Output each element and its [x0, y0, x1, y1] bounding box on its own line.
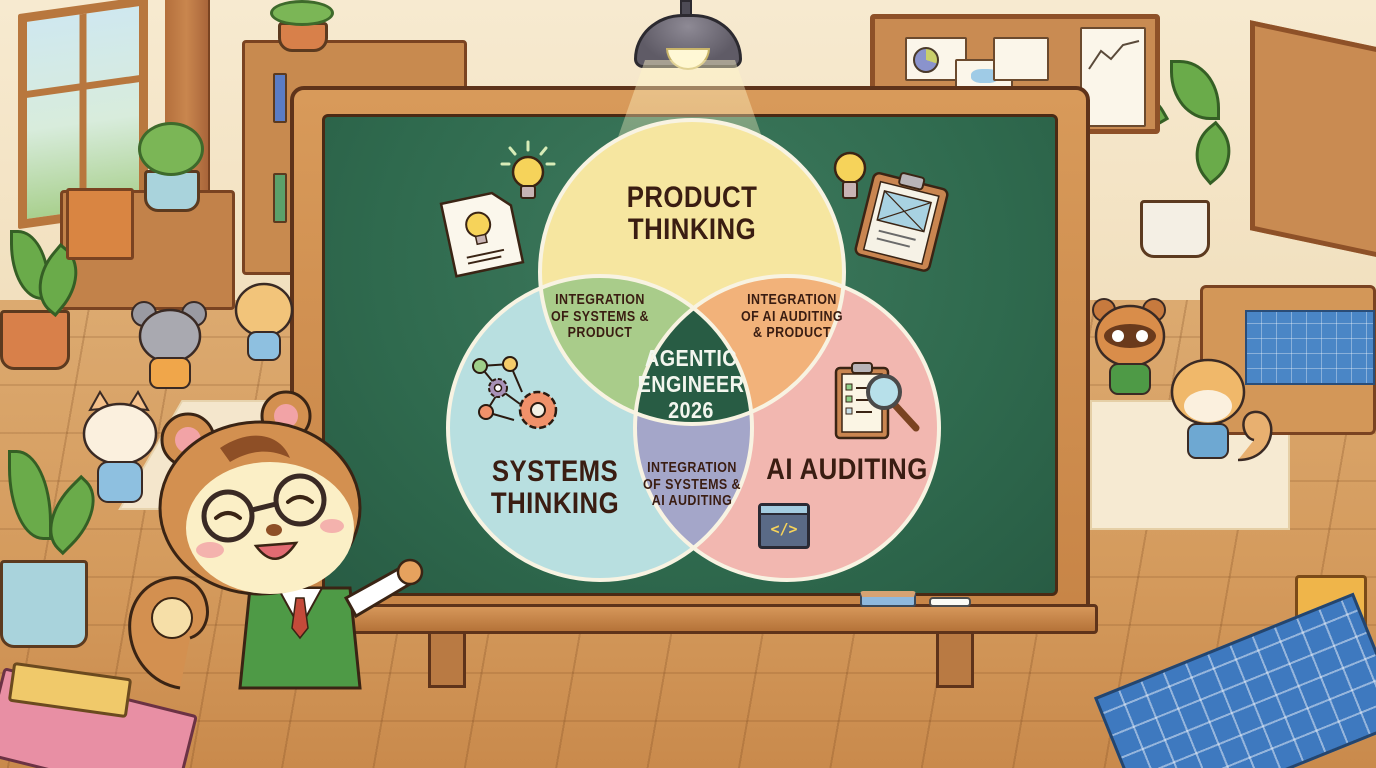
tanuki-character	[1092, 298, 1166, 395]
systems-thinking-label: SYSTEMS THINKING	[490, 455, 620, 520]
lightbulb-icon	[833, 151, 867, 199]
agentic-engineer-center-label: AGENTIC ENGINEER 2026	[637, 345, 745, 423]
code-glyph: </>	[770, 520, 798, 538]
plant-pot	[1140, 200, 1210, 258]
plant-pot	[144, 170, 200, 212]
plant-pot	[0, 560, 88, 648]
plant-icon	[138, 122, 204, 176]
window-titlebar	[761, 506, 807, 515]
book	[273, 73, 287, 123]
map-icon	[971, 69, 999, 83]
board-leg-left	[428, 628, 466, 688]
code-window-icon: </>	[758, 503, 810, 549]
wireframe-clipboard-icon	[854, 172, 949, 272]
plant-pot	[0, 310, 70, 370]
book	[273, 173, 287, 223]
corkboard-right	[1250, 20, 1376, 260]
squirrel-teacher-character	[128, 390, 424, 690]
audit-clipboard-magnifier-icon	[834, 362, 920, 440]
cat-student-character	[82, 390, 158, 503]
chipmunk-character	[1170, 358, 1273, 462]
line-chart-icon	[1088, 40, 1140, 70]
systems-ai-intersection-label: INTEGRATION OF SYSTEMS & AI AUDITING	[642, 460, 742, 510]
systems-product-intersection-label: INTEGRATION OF SYSTEMS & PRODUCT	[550, 292, 650, 342]
storage-box	[66, 188, 134, 260]
koala-student-character	[131, 301, 207, 389]
idea-document-icon	[439, 191, 525, 278]
plant-icon	[270, 0, 334, 26]
board-leg-right	[936, 628, 974, 688]
lightbulb-icon	[500, 140, 556, 199]
chalk-icon	[929, 597, 971, 607]
hamster-student-character	[234, 282, 294, 361]
ai-auditing-label: AI AUDITING	[766, 453, 928, 486]
ai-product-intersection-label: INTEGRATION OF AI AUDITING & PRODUCT	[740, 292, 844, 342]
blueprint-on-desk	[1245, 310, 1375, 385]
network-gears-icon	[472, 356, 558, 430]
plant-pot	[278, 22, 328, 52]
chalk-ledge	[282, 604, 1098, 634]
line-chart-note	[1080, 27, 1146, 127]
pie-chart-icon	[913, 47, 939, 73]
eraser-icon	[860, 591, 916, 607]
text-note	[993, 37, 1049, 81]
product-thinking-label: PRODUCT THINKING	[626, 181, 758, 246]
